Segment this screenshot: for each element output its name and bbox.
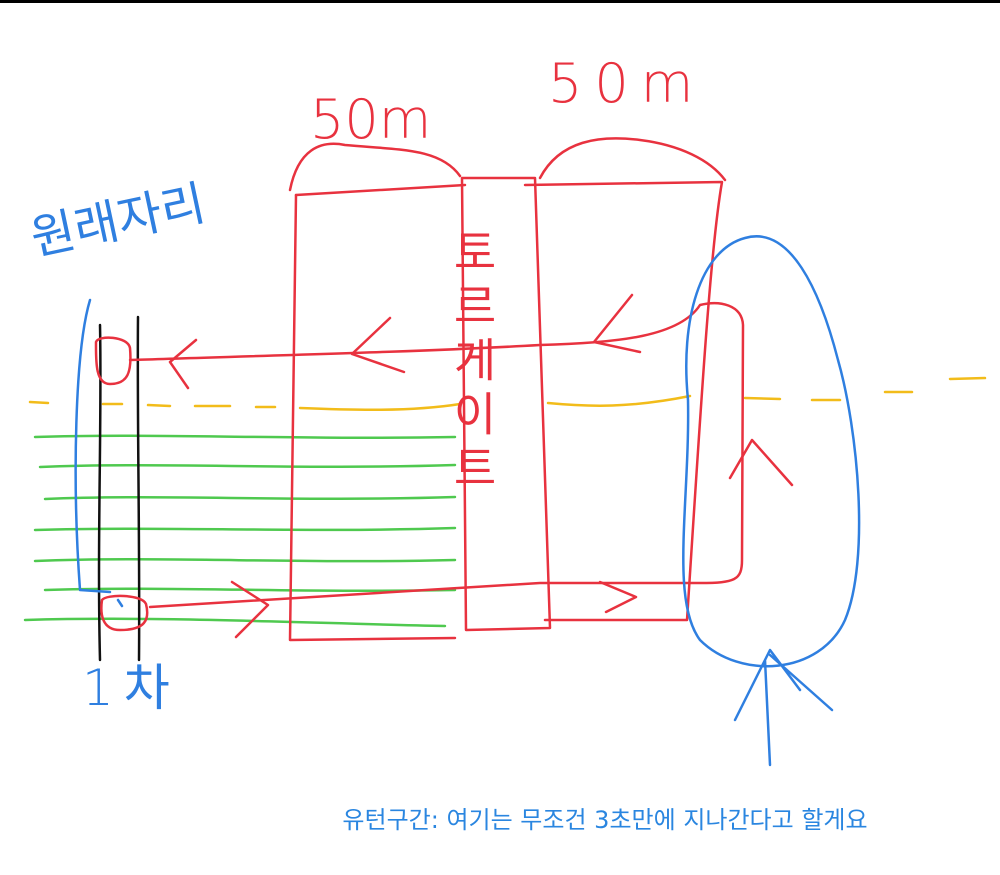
original-position-label: 원래자리: [26, 175, 210, 267]
toll-gate-outline: [460, 176, 552, 632]
toll-gate: [460, 176, 552, 632]
origin-marker: [94, 336, 132, 386]
annotations: [74, 235, 861, 767]
lane-lines: [23, 434, 457, 628]
first-lane-label: 1차: [82, 659, 180, 717]
lane-line: [43, 587, 457, 593]
lane-line: [23, 617, 447, 628]
center-line-segment: [948, 376, 987, 381]
arrow-head: [350, 316, 406, 374]
width-right-label: 50m: [548, 52, 705, 115]
arrow-head: [592, 293, 642, 354]
right-width-bracket: [538, 137, 727, 182]
arrow-head: [728, 438, 794, 487]
route-top: [128, 301, 745, 609]
original-position-bracket: [74, 298, 112, 594]
arrow-head: [598, 580, 638, 614]
lane-line: [33, 558, 457, 563]
lane-line: [33, 434, 457, 440]
window-top-border: [0, 0, 1000, 3]
left-section-top: [294, 183, 467, 197]
toll-gate-label: 토르게이트: [445, 228, 499, 498]
u-turn-caption: 유턴구간: 여기는 무조건 3초만에 지나간다고 할게요: [342, 806, 868, 834]
lane-boundary-right: [136, 315, 141, 662]
right-section-outline: [523, 180, 724, 622]
u-turn-route: [94, 293, 794, 639]
left-width-bracket: [288, 142, 462, 192]
lane-boundary-left: [97, 323, 102, 662]
center-line-segment: [28, 400, 50, 405]
center-line-segment: [743, 396, 782, 401]
left-section: [288, 142, 467, 642]
u-turn-zone-outline: [682, 235, 861, 668]
arrow-head: [230, 580, 270, 639]
lane-line: [38, 463, 457, 469]
first-lane-lines: [97, 315, 141, 662]
center-line-segment: [146, 403, 172, 408]
u-turn-pointer: [733, 648, 834, 767]
first-lane-dot: [116, 598, 124, 608]
center-line-segment: [298, 402, 462, 412]
width-left-label: 50m: [310, 88, 431, 151]
center-line: [28, 376, 987, 412]
arrow-head: [168, 338, 198, 390]
left-section-outline: [288, 193, 457, 642]
lane-line: [33, 526, 457, 532]
center-line-segment: [546, 394, 692, 407]
first-lane-marker: [100, 594, 149, 632]
lane-line: [43, 495, 457, 501]
right-section: [523, 137, 727, 622]
